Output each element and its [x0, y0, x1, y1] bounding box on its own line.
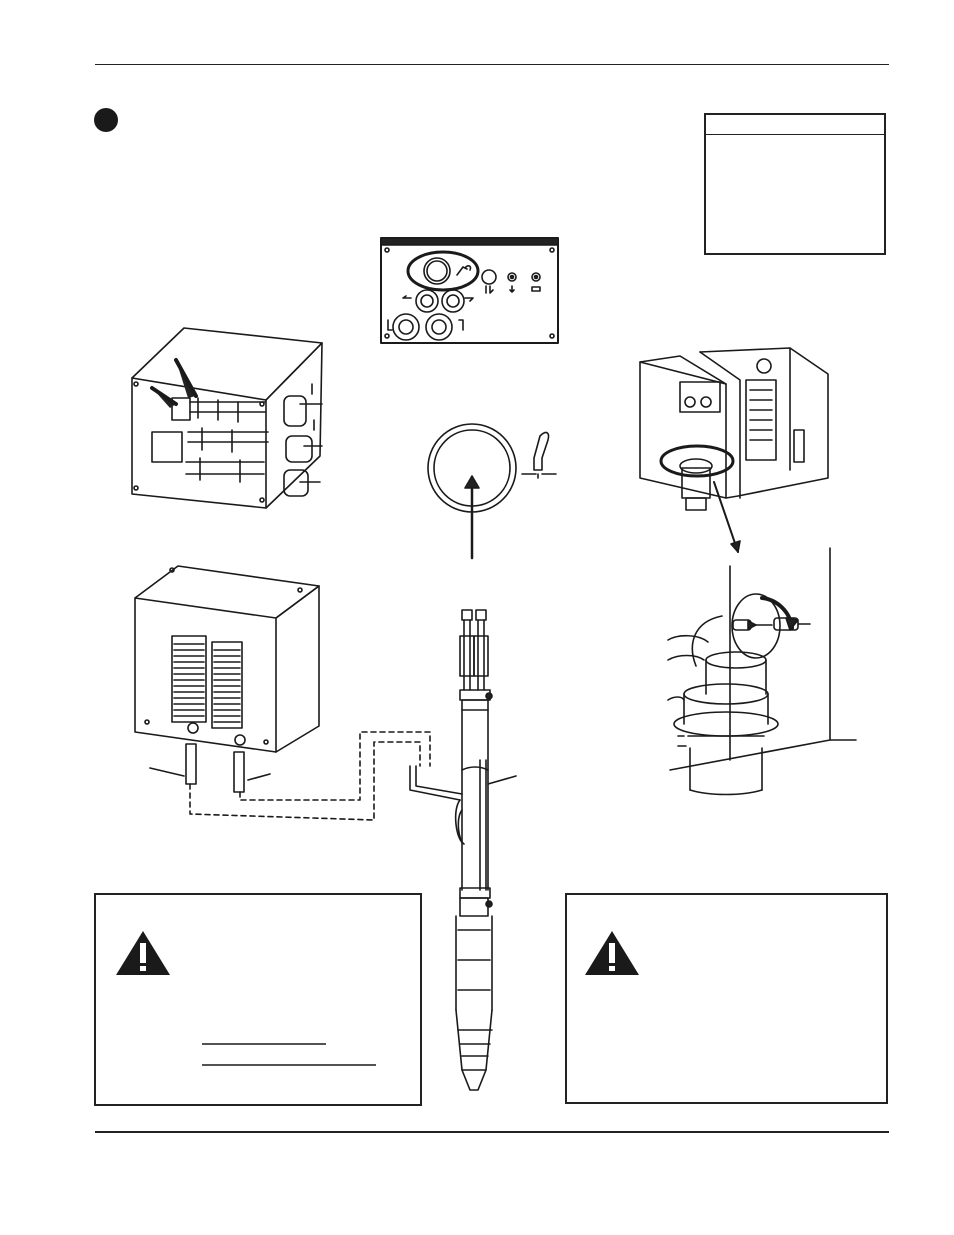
- warning-box-right: [565, 893, 888, 1104]
- step-bullet: [94, 108, 118, 132]
- footer-rule: [95, 1131, 889, 1133]
- gauge-closeup-diagram: [427, 423, 557, 560]
- warning-triangle-icon: [116, 931, 376, 1066]
- connector-closeup: [667, 547, 857, 796]
- note-box: [704, 113, 886, 255]
- note-box-header-rule: [706, 134, 884, 135]
- power-supply-closed-diagram: [134, 565, 431, 821]
- control-panel-diagram: [380, 237, 559, 344]
- connector-detail-diagram: [639, 347, 829, 553]
- torch-diagram: [409, 609, 517, 1091]
- warning-box-left: [94, 893, 422, 1106]
- warning-triangle-icon: [585, 931, 639, 975]
- header-rule: [95, 64, 889, 65]
- power-supply-open-diagram: [131, 327, 323, 509]
